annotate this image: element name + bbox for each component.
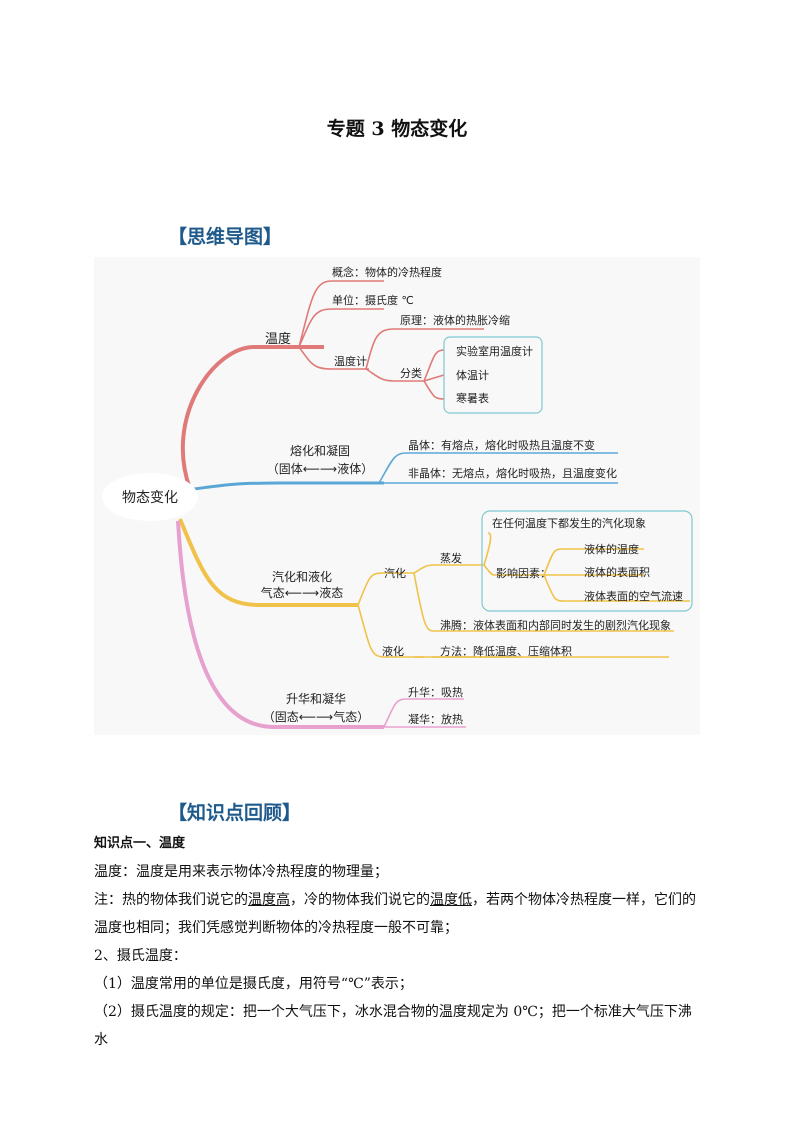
deposition-text: 凝华：放热 [408, 712, 463, 726]
liquefy-method: 方法：降低温度、压缩体积 [440, 644, 572, 658]
boiling-text: 沸腾：液体表面和内部同时发生的剧烈汽化现象 [440, 618, 671, 632]
liquefy-label: 液化 [382, 644, 404, 658]
evaporation-box [481, 510, 693, 612]
sublimation-text: 升华：吸热 [408, 685, 463, 699]
vapor-label-2: 气态⟵⟶液态 [261, 585, 343, 600]
classify-label: 分类 [400, 366, 422, 380]
point1-heading: 知识点一、温度 [94, 836, 186, 851]
temperature-definition: 温度：温度是用来表示物体冷热程度的物理量； [94, 864, 388, 880]
thermometer-label: 温度计 [334, 354, 367, 368]
temp-subbranches [298, 280, 484, 400]
knowledge-body: 知识点一、温度 温度：温度是用来表示物体冷热程度的物理量； 注：热的物体我们说它… [94, 830, 704, 1054]
branch-sublimation [176, 520, 384, 729]
note-underline-low: 温度低 [430, 892, 472, 908]
sublim-subbranches [383, 698, 466, 728]
type-clinical-thermometer: 体温计 [456, 368, 489, 382]
mind-map-diagram: 物态变化 温度 概念：物体的冷热程度 单位：摄氏度 ℃ 温度计 原理：液体的热胀… [102, 265, 693, 729]
celsius-item-1: （1）温度常用的单位是摄氏度，用符号“℃”表示； [94, 976, 413, 992]
note-part-b: ，冷的物体我们说它的 [290, 892, 430, 908]
melt-label-2: （固体⟵⟶液体） [267, 461, 373, 476]
vapor-subbranches [357, 532, 690, 658]
thermometer-types-box [443, 336, 543, 414]
vapor-label-1: 汽化和液化 [272, 569, 332, 584]
melt-noncrystal: 非晶体：无熔点，熔化时吸热，且温度变化 [408, 466, 617, 480]
type-lab-thermometer: 实验室用温度计 [456, 344, 533, 358]
temp-unit: 单位：摄氏度 ℃ [332, 293, 414, 307]
branch-melting [193, 481, 384, 491]
temp-concept: 概念：物体的冷热程度 [332, 265, 442, 279]
type-weather-thermometer: 寒暑表 [456, 391, 489, 405]
root-node [102, 473, 198, 521]
factor-air-flow: 液体表面的空气流速 [584, 589, 683, 603]
note-underline-high: 温度高 [248, 892, 290, 908]
thermometer-principle: 原理：液体的热胀冷缩 [400, 313, 510, 327]
branch-temperature [180, 345, 324, 490]
temp-label: 温度 [265, 331, 291, 347]
melt-subbranches [378, 452, 618, 484]
celsius-item-2: （2）摄氏温度的规定：把一个大气压下，冰水混合物的温度规定为 0℃；把一个标准大… [94, 1004, 692, 1048]
root-label: 物态变化 [122, 490, 178, 506]
page-title: 专题 3 物态变化 [326, 118, 468, 140]
mind-map: 物态变化 温度 概念：物体的冷热程度 单位：摄氏度 ℃ 温度计 原理：液体的热胀… [94, 257, 700, 735]
note-part-a: 注：热的物体我们说它的 [94, 892, 248, 908]
evaporate-factors: 影响因素： [496, 567, 551, 580]
vaporize-label: 汽化 [384, 566, 406, 580]
melt-crystal: 晶体：有熔点，熔化时吸热且温度不变 [408, 438, 595, 452]
sublim-label-1: 升华和凝华 [286, 691, 346, 706]
celsius-heading: 2、摄氏温度： [94, 948, 187, 964]
factor-temperature: 液体的温度 [584, 542, 639, 556]
evaporate-label: 蒸发 [440, 551, 462, 565]
melt-label-1: 熔化和凝固 [290, 443, 350, 458]
note-part-c: ，若两个物体冷热程度一样，它们的 [472, 892, 696, 908]
temperature-note: 注：热的物体我们说它的温度高，冷的物体我们说它的温度低，若两个物体冷热程度一样，… [94, 886, 704, 914]
factor-surface-area: 液体的表面积 [584, 565, 650, 579]
branch-vaporization [178, 518, 358, 607]
evaporate-any-temperature: 在任何温度下都发生的汽化现象 [492, 516, 646, 530]
temperature-note-2: 温度也相同；我们凭感觉判断物体的冷热程度一般不可靠； [94, 920, 458, 936]
sublim-label-2: （固态⟵⟶气态） [263, 709, 369, 724]
knowledge-heading: 【知识点回顾】 [168, 802, 302, 824]
mindmap-heading: 【思维导图】 [168, 226, 283, 248]
